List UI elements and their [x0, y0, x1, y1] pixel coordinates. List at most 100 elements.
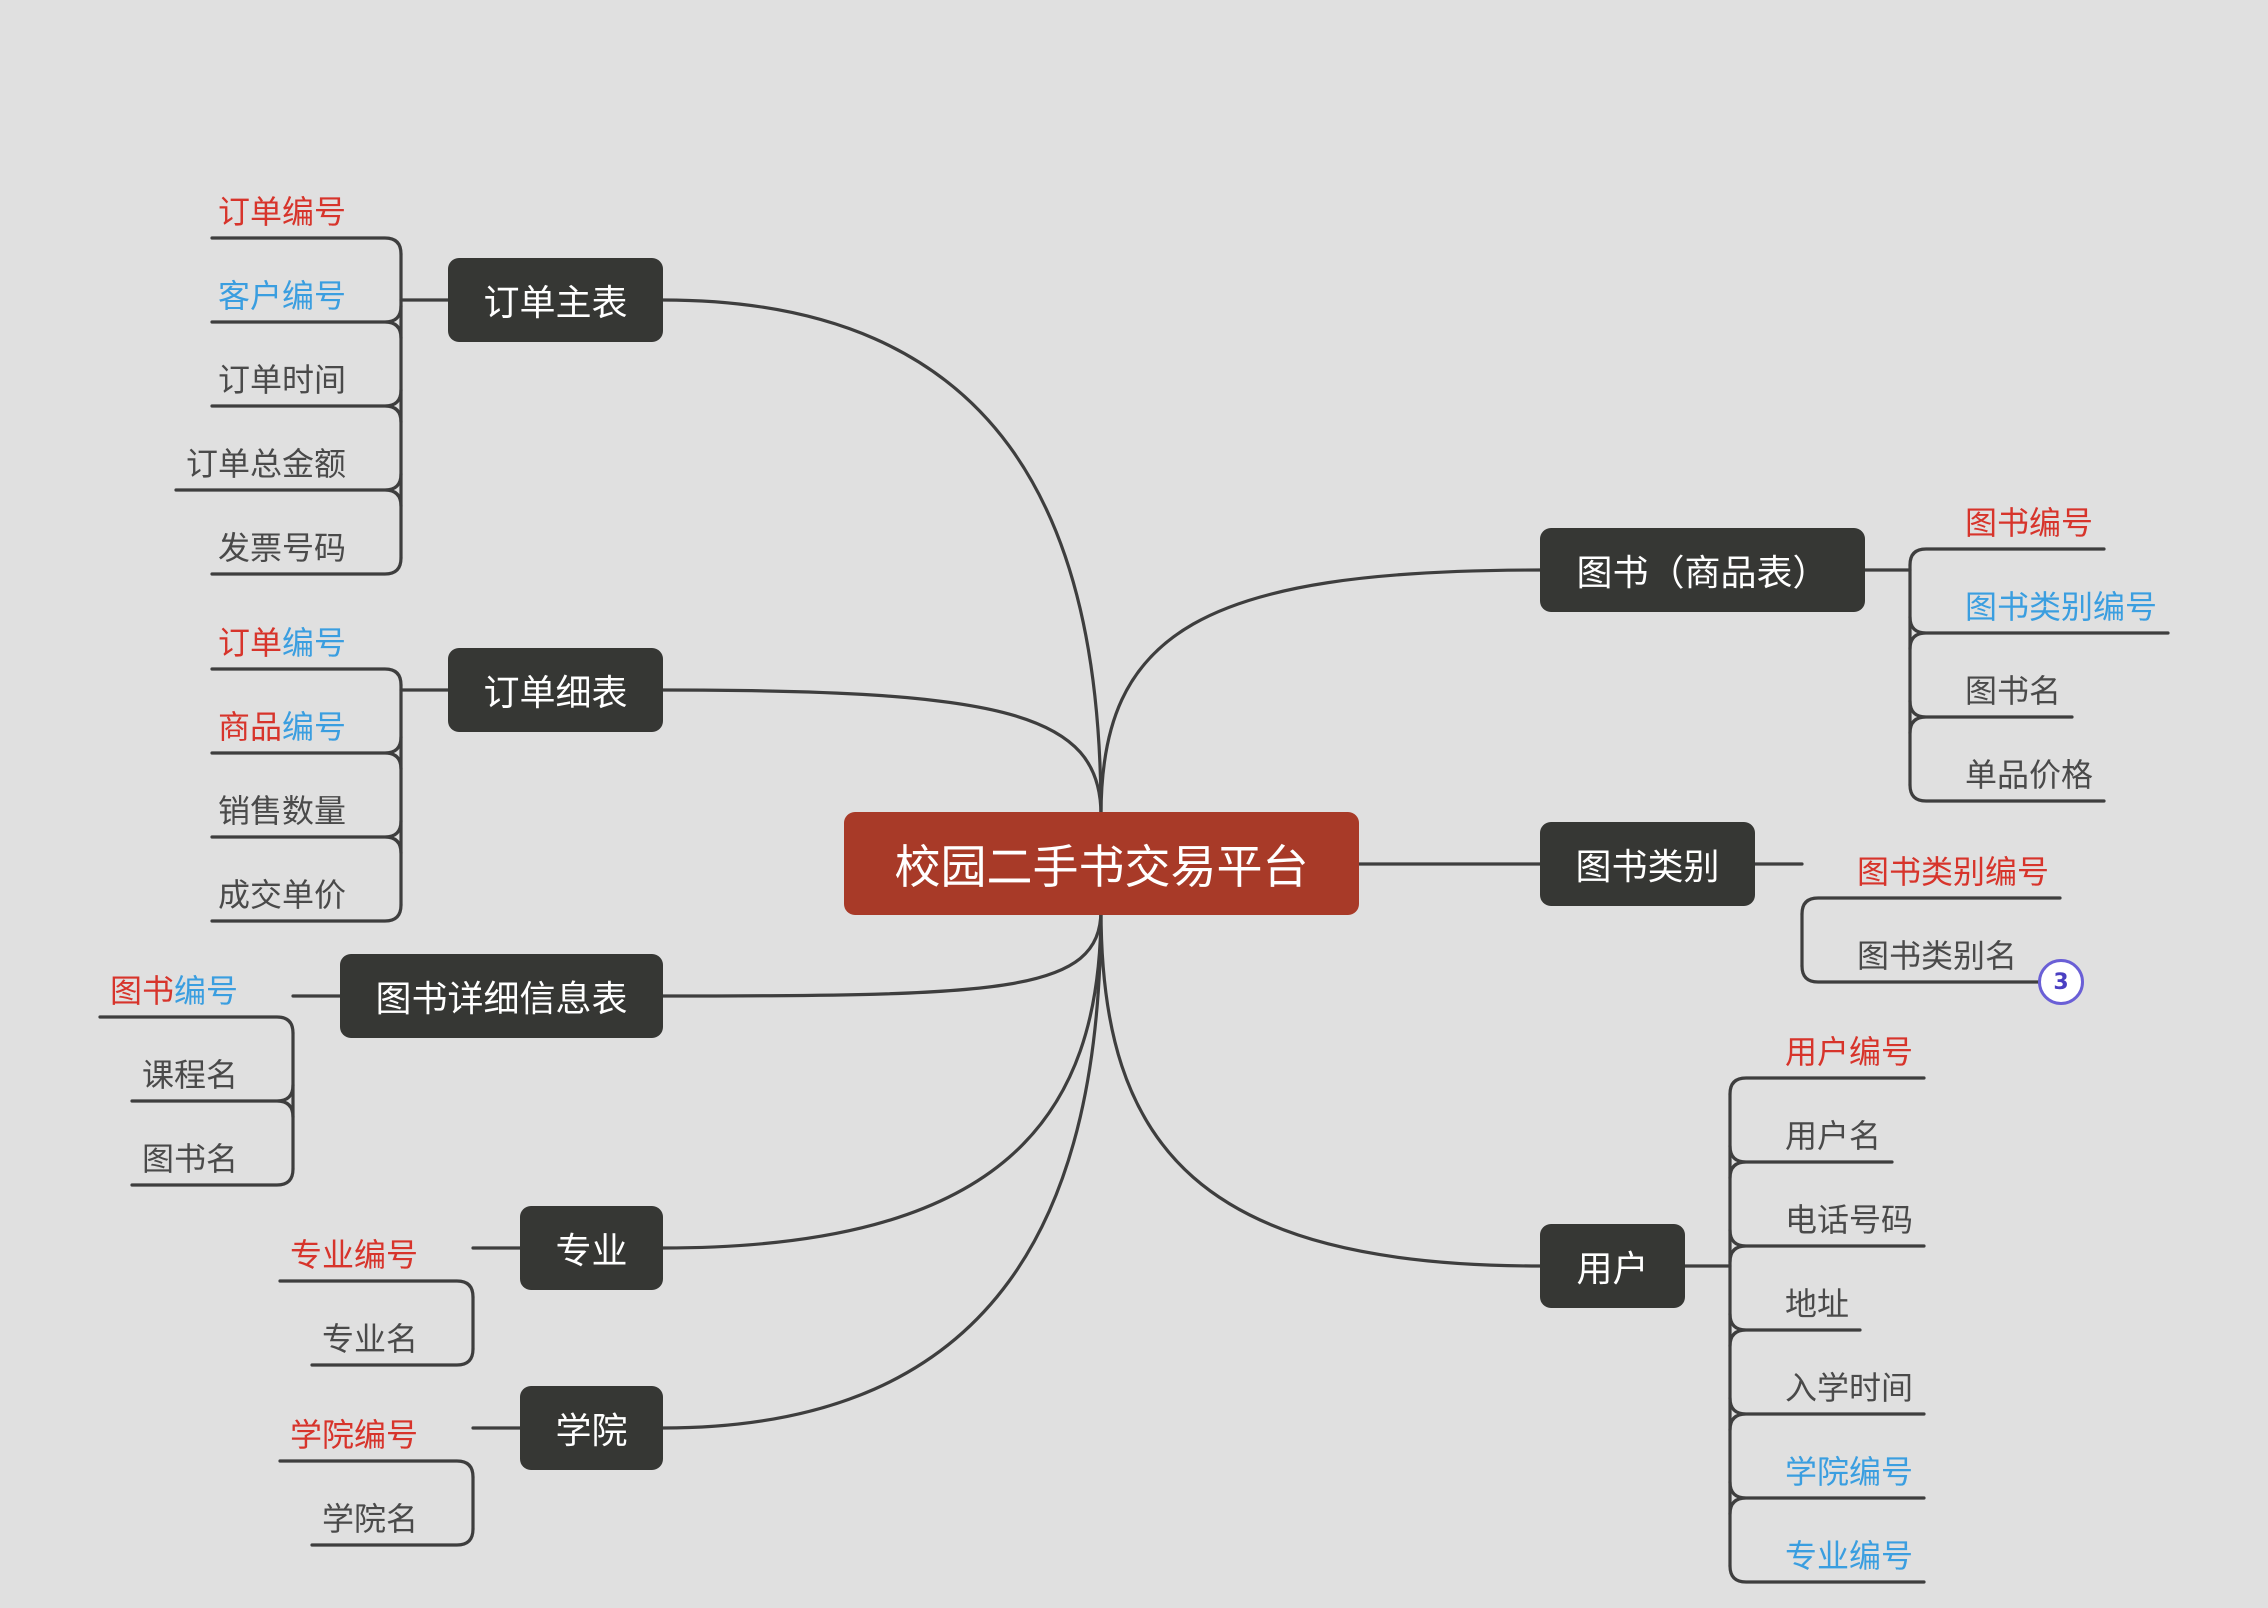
field-user-3[interactable]: 地址: [1785, 1284, 1849, 1324]
field-text-part: 图书编号: [1965, 504, 2094, 542]
field-text-part: 单品价格: [1965, 756, 2094, 794]
field-book-3[interactable]: 单品价格: [1965, 755, 2093, 795]
field-college-0[interactable]: 学院编号: [290, 1415, 418, 1455]
field-book-category-0[interactable]: 图书类别编号: [1857, 852, 2049, 892]
underline-order-detail-3: [210, 903, 403, 923]
connector-root-book-detail: [661, 908, 1103, 998]
field-book-2[interactable]: 图书名: [1965, 671, 2061, 711]
field-order-master-3[interactable]: 订单总金额: [186, 444, 346, 484]
underline-user-3: [1728, 1312, 1862, 1348]
underline-order-detail-0: [210, 667, 403, 687]
field-text-part: 销售数量: [218, 792, 347, 830]
field-book-category-1[interactable]: 图书类别名: [1857, 936, 2017, 976]
underline-book-3: [1908, 783, 2106, 803]
underline-major-0: [278, 1279, 475, 1299]
underline-order-master-0: [210, 236, 403, 256]
connector-root-order-master: [661, 298, 1103, 817]
underline-order-detail-2: [210, 819, 403, 855]
field-order-detail-1[interactable]: 商品编号: [218, 707, 346, 747]
branch-node-user[interactable]: 用户: [1540, 1224, 1685, 1308]
underline-user-1: [1728, 1144, 1894, 1180]
root-topic-node[interactable]: 校园二手书交易平台: [844, 812, 1359, 915]
field-user-6[interactable]: 专业编号: [1785, 1536, 1913, 1576]
field-book-1[interactable]: 图书类别编号: [1965, 587, 2157, 627]
branch-node-book-detail[interactable]: 图书详细信息表: [340, 954, 663, 1038]
field-text-part: 图书类别编号: [1857, 853, 2050, 891]
field-major-0[interactable]: 专业编号: [290, 1235, 418, 1275]
field-text-part: 图书名: [1965, 672, 2062, 710]
underline-book-category-1: [1800, 964, 2062, 984]
field-text-part: 编号: [282, 708, 347, 746]
underline-order-master-4: [210, 556, 403, 576]
field-order-detail-3[interactable]: 成交单价: [218, 875, 346, 915]
connector-root-user: [1099, 908, 1542, 1268]
underline-book-category-0: [1800, 896, 2062, 916]
underline-user-5: [1728, 1480, 1926, 1516]
field-text-part: 编号: [282, 624, 347, 662]
field-text-part: 用户名: [1785, 1117, 1882, 1155]
branch-node-college[interactable]: 学院: [520, 1386, 663, 1470]
field-order-master-1[interactable]: 客户编号: [218, 276, 346, 316]
underline-book-1: [1908, 615, 2170, 651]
field-text-part: 成交单价: [218, 876, 347, 914]
underline-college-0: [278, 1459, 475, 1479]
underline-book-detail-1: [130, 1083, 295, 1119]
field-user-2[interactable]: 电话号码: [1785, 1200, 1913, 1240]
branch-node-order-master[interactable]: 订单主表: [448, 258, 663, 342]
underline-order-master-3: [174, 472, 403, 508]
underline-order-master-2: [210, 388, 403, 424]
collapsed-count-badge[interactable]: 3: [2038, 959, 2084, 1005]
field-user-4[interactable]: 入学时间: [1785, 1368, 1913, 1408]
field-order-detail-2[interactable]: 销售数量: [218, 791, 346, 831]
underline-order-detail-1: [210, 735, 403, 771]
branch-node-book-category[interactable]: 图书类别: [1540, 822, 1755, 906]
field-text-part: 客户编号: [218, 277, 347, 315]
underline-book-2: [1908, 699, 2074, 735]
field-order-detail-0[interactable]: 订单编号: [218, 623, 346, 663]
field-user-0[interactable]: 用户编号: [1785, 1032, 1913, 1072]
field-text-part: 订单: [218, 624, 283, 662]
field-major-1[interactable]: 专业名: [322, 1319, 418, 1359]
field-book-detail-2[interactable]: 图书名: [142, 1139, 238, 1179]
field-text-part: 图书: [110, 972, 175, 1010]
field-book-detail-1[interactable]: 课程名: [142, 1055, 238, 1095]
connector-root-order-detail: [661, 688, 1103, 817]
field-order-master-0[interactable]: 订单编号: [218, 192, 346, 232]
connector-root-college: [661, 908, 1103, 1430]
underline-user-4: [1728, 1396, 1926, 1432]
field-text-part: 图书类别名: [1857, 937, 2018, 975]
field-text-part: 入学时间: [1785, 1369, 1914, 1407]
field-text-part: 学院编号: [1785, 1453, 1914, 1491]
underline-book-detail-2: [130, 1167, 295, 1187]
field-text-part: 学院名: [322, 1500, 419, 1538]
field-book-0[interactable]: 图书编号: [1965, 503, 2093, 543]
underline-user-6: [1728, 1564, 1926, 1584]
field-text-part: 订单时间: [218, 361, 347, 399]
underline-college-1: [310, 1527, 475, 1547]
field-text-part: 发票号码: [218, 529, 347, 567]
field-text-part: 专业名: [322, 1320, 419, 1358]
field-text-part: 用户编号: [1785, 1033, 1914, 1071]
field-text-part: 编号: [174, 972, 239, 1010]
branch-node-book[interactable]: 图书（商品表）: [1540, 528, 1865, 612]
field-user-5[interactable]: 学院编号: [1785, 1452, 1913, 1492]
underline-user-2: [1728, 1228, 1926, 1264]
field-text-part: 商品: [218, 708, 283, 746]
connector-root-major: [661, 908, 1103, 1250]
underline-order-master-1: [210, 304, 403, 340]
field-text-part: 课程名: [142, 1056, 239, 1094]
field-user-1[interactable]: 用户名: [1785, 1116, 1881, 1156]
field-text-part: 图书名: [142, 1140, 239, 1178]
field-order-master-4[interactable]: 发票号码: [218, 528, 346, 568]
field-book-detail-0[interactable]: 图书编号: [110, 971, 238, 1011]
branch-node-major[interactable]: 专业: [520, 1206, 663, 1290]
field-text-part: 订单编号: [218, 193, 347, 231]
field-text-part: 图书类别编号: [1965, 588, 2158, 626]
field-order-master-2[interactable]: 订单时间: [218, 360, 346, 400]
underline-major-1: [310, 1347, 475, 1367]
field-text-part: 订单总金额: [186, 445, 347, 483]
field-college-1[interactable]: 学院名: [322, 1499, 418, 1539]
branch-node-order-detail[interactable]: 订单细表: [448, 648, 663, 732]
field-text-part: 专业编号: [1785, 1537, 1914, 1575]
